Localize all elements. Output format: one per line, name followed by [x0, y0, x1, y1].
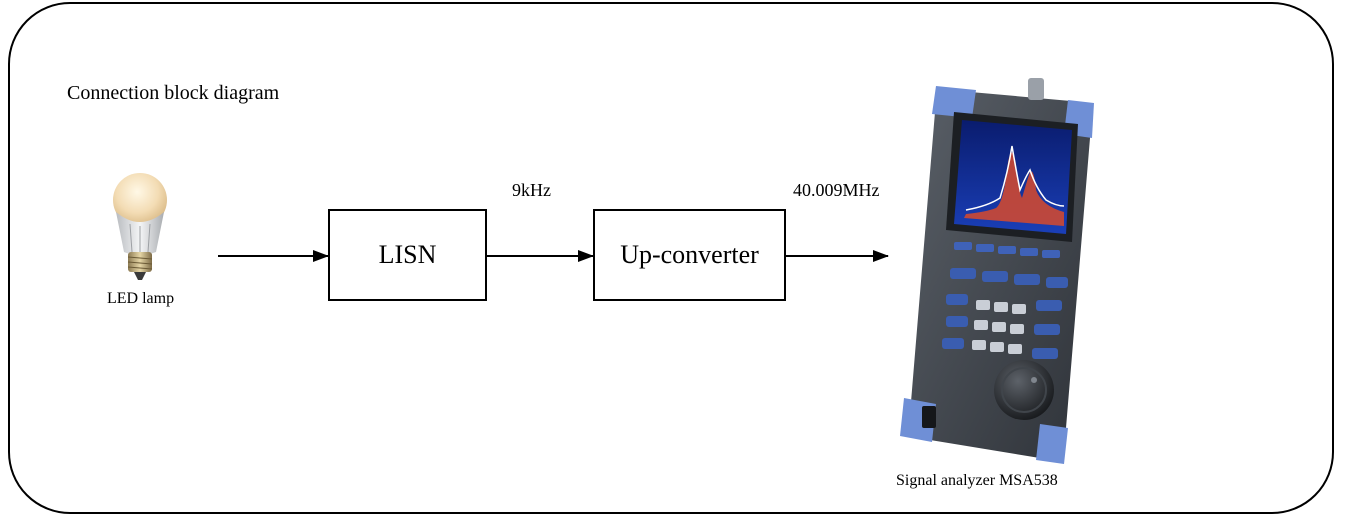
diagram-title: Connection block diagram — [67, 82, 280, 104]
lisn-block: LISN — [328, 209, 487, 301]
edge-label-9khz: 9kHz — [512, 180, 551, 200]
edge-label-40mhz: 40.009MHz — [793, 180, 880, 200]
signal-analyzer-icon — [900, 78, 1094, 464]
lamp-label: LED lamp — [107, 290, 175, 307]
analyzer-label: Signal analyzer MSA538 — [896, 472, 1058, 489]
led-lamp-icon — [113, 173, 167, 280]
diagram-frame — [8, 2, 1334, 514]
upconverter-block: Up-converter — [593, 209, 786, 301]
lisn-label: LISN — [378, 240, 437, 269]
upconverter-label: Up-converter — [620, 240, 759, 269]
